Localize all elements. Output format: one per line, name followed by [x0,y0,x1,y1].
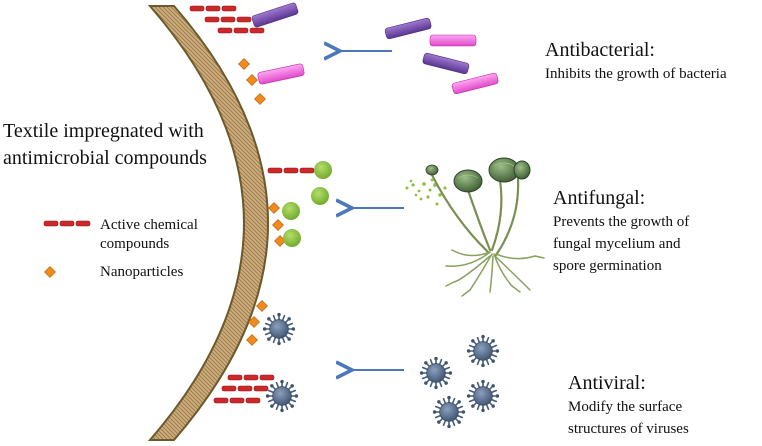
antiviral-desc-line-1: Modify the surface [568,399,683,415]
antiviral-title: Antiviral: [568,372,646,394]
antifungal-desc-line-2: fungal mycelium and [553,236,681,252]
bacteria-free [384,17,499,95]
antibacterial-desc-line-1: Inhibits the growth of bacteria [545,66,727,82]
antibacterial-title: Antibacterial: [545,39,655,61]
diagram-title: Textile impregnated with antimicrobial c… [3,118,207,172]
antifungal-desc-line-3: spore germination [553,258,662,274]
fungus-illustration [405,157,545,297]
viruses-free [419,334,500,429]
title-line-1: Textile impregnated with [3,120,204,142]
legend-nanoparticle-symbol [44,266,56,278]
legend-chemicals-line-1: Active chemical [100,217,198,233]
legend-chemical-symbol [43,220,91,227]
title-line-2: antimicrobial compounds [3,147,207,169]
legend-chemicals-line-2: compounds [100,236,170,252]
category-antibacterial: Antibacterial: Inhibits the growth of ba… [545,38,727,85]
category-antifungal: Antifungal: Prevents the growth of funga… [553,186,689,277]
textile-fabric [147,5,269,441]
legend-nanoparticles-label: Nanoparticles [100,264,184,280]
antifungal-title: Antifungal: [553,187,646,209]
antiviral-desc-line-2: structures of viruses [568,421,689,437]
bacteria-on-textile [189,2,305,105]
fungi-on-textile [267,161,332,247]
legend-chemicals-label: Active chemical compounds [100,216,198,254]
antifungal-desc-line-1: Prevents the growth of [553,214,690,230]
category-antiviral: Antiviral: Modify the surface structures… [568,371,689,440]
